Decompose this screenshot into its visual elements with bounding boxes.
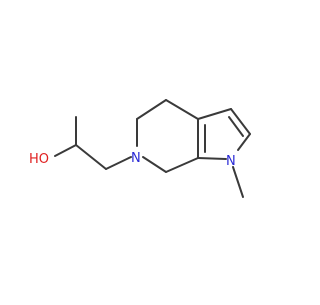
bond-c3a-c3 bbox=[197, 108, 232, 120]
bond-c5-c4 bbox=[136, 99, 167, 120]
bond-n1-c7a bbox=[197, 157, 227, 160]
bond-c2-n1 bbox=[237, 133, 251, 151]
bond-carbinol-ch2 bbox=[75, 144, 107, 170]
bond-c4-c3a bbox=[165, 99, 199, 120]
bond-c7a-c7 bbox=[165, 157, 199, 173]
bond-c3-c2-outer bbox=[230, 108, 251, 135]
structure-canvas: HO N N bbox=[29, 99, 251, 198]
bonds bbox=[54, 99, 251, 198]
bond-c3-c2-inner bbox=[228, 116, 244, 137]
bond-c7-n bbox=[142, 156, 167, 173]
bond-n1-methyl bbox=[232, 166, 244, 198]
bond-carbinol-oxygen bbox=[54, 144, 77, 157]
molecule-drawing: HO N N bbox=[29, 99, 251, 198]
bond-ch2-nitrogen bbox=[105, 156, 132, 170]
ring-nitrogen-label: N bbox=[131, 151, 141, 166]
pyrrole-nitrogen-label: N bbox=[226, 154, 236, 169]
hydroxyl-label: HO bbox=[29, 152, 49, 167]
